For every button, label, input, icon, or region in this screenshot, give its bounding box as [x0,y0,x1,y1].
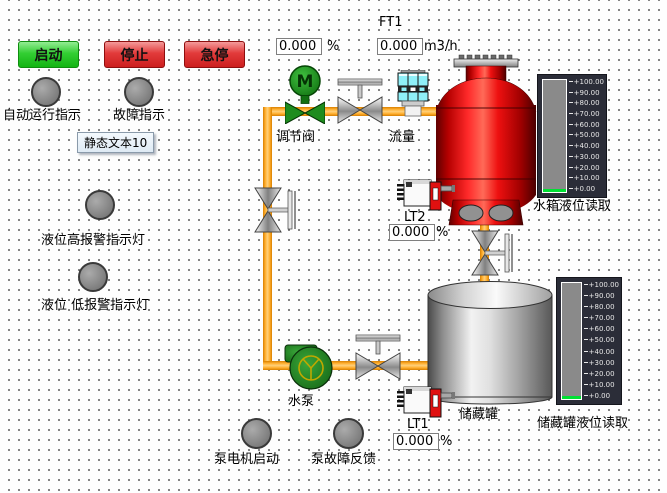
static-text: 静态文本10 [77,132,155,153]
flow-meter-label: 流量 [389,130,416,145]
gauge-tick: +10.00 [584,381,619,389]
gauge-tick: +100.00 [569,79,604,86]
start-button[interactable]: 启动 [18,41,79,68]
auto-run-lamp [31,77,61,107]
gauge-tick: +70.00 [584,315,619,322]
gauge-tick: +90.00 [584,293,619,300]
tank-gauge-label: 水箱液位读取 [533,199,612,214]
lt2-unit: % [436,225,449,240]
estop-button[interactable]: 急停 [184,41,245,68]
manual-valve-tank-icon[interactable] [471,230,517,276]
lt1-sensor-icon [397,386,455,418]
lt1-unit: % [440,434,453,449]
storage-tank [427,281,553,405]
motor-letter: M [297,72,314,92]
gauge-tick: +50.00 [584,337,619,344]
control-valve-label: 调节阀 [276,130,316,145]
level-low-alarm-label: 液位 低报警指示灯 [41,298,150,313]
pipe-left-vertical [263,107,272,370]
gauge-tick: +10.00 [569,175,604,182]
gauge-tick: +60.00 [584,326,619,333]
gauge-tick: +20.00 [584,370,619,378]
tank-gauge-ticks: +100.00 +90.00 +80.00 +70.00 +60.00 +50.00 +40… [569,79,604,193]
storage-level-gauge: +100.00 +90.00 +80.00 +70.00 +60.00 +50.00 +40… [556,277,622,405]
storage-gauge-fill [562,396,581,399]
storage-gauge-ticks: +100.00 +90.00 +80.00 +70.00 +60.00 +50.00 +40… [584,282,619,400]
lt1-tag: LT1 [407,417,429,432]
pump-motor-lamp-label: 泵电机启动 [214,452,280,467]
tank-level-gauge: +100.00 +90.00 +80.00 +70.00 +60.00 +50.00 +40… [537,74,607,198]
auto-run-lamp-label: 自动运行指示 [3,108,82,123]
level-high-alarm-lamp [85,190,115,220]
manual-valve-top-icon[interactable] [337,78,383,124]
lt2-tag: LT2 [404,210,426,225]
motor-valve-icon[interactable]: M [285,64,325,124]
storage-gauge-label: 储藏罐液位读取 [537,416,629,431]
pipe-bottom-horizontal [263,361,435,370]
gauge-tick: +70.00 [569,111,604,118]
gauge-tick: +30.00 [569,153,604,161]
gauge-tick: +100.00 [584,282,619,289]
storage-tank-label: 储藏罐 [459,407,499,422]
fault-lamp-label: 故障指示 [113,108,166,123]
gauge-tick: +90.00 [569,89,604,97]
gauge-tick: +0.00 [584,392,619,400]
pump-icon[interactable] [283,340,339,392]
storage-gauge-bar [561,282,582,400]
tank-gauge-fill [543,189,566,192]
gauge-tick: +40.00 [584,348,619,356]
ft1-tag: FT1 [379,15,403,30]
lt1-value-display: 0.000 [393,433,439,450]
ft1-flow-unit: m3/h [424,39,458,54]
manual-valve-bottom-icon[interactable] [355,334,401,380]
gauge-tick: +0.00 [569,185,604,193]
gauge-tick: +80.00 [569,100,604,107]
ft1-percent-display: 0.000 [276,38,322,55]
lt2-sensor-icon [397,179,455,211]
level-high-alarm-label: 液位高报警指示灯 [41,233,146,248]
fault-lamp [124,77,154,107]
pump-motor-lamp [241,418,272,449]
pump-label: 水泵 [288,394,315,409]
gauge-tick: +80.00 [584,304,619,311]
pump-feedback-lamp [333,418,364,449]
gauge-tick: +40.00 [569,143,604,150]
lt2-value-display: 0.000 [389,224,435,241]
pump-feedback-lamp-label: 泵故障反馈 [311,452,377,467]
stop-button[interactable]: 停止 [104,41,165,68]
gauge-tick: +60.00 [569,121,604,129]
gauge-tick: +30.00 [584,359,619,367]
water-tank [435,54,537,226]
gauge-tick: +50.00 [569,132,604,139]
flow-sensor-icon [397,70,429,117]
ft1-percent-unit: % [327,39,340,54]
tank-gauge-bar [542,79,567,193]
manual-valve-left-icon[interactable] [254,187,300,233]
level-low-alarm-lamp [78,262,108,292]
ft1-flow-display: 0.000 [377,38,423,55]
gauge-tick: +20.00 [569,164,604,172]
